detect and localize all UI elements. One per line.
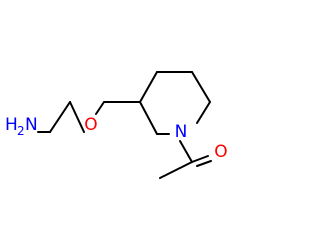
- amine-hydrogen-label: H: [5, 115, 18, 135]
- amine-subscript-label: 2: [17, 124, 25, 138]
- carbonyl-oxygen-label: O: [214, 142, 227, 162]
- ring-nitrogen-label: N: [175, 122, 188, 142]
- chemical-structure: N O O H 2 N: [5, 71, 228, 179]
- bond: [179, 140, 193, 163]
- bond-lines: [37, 71, 212, 179]
- bond: [196, 160, 212, 167]
- bond: [69, 101, 85, 133]
- bond: [95, 101, 105, 115]
- amine-group-label: H 2 N: [5, 115, 38, 138]
- bond: [139, 101, 158, 135]
- bond: [159, 161, 193, 179]
- bond: [191, 155, 209, 163]
- amine-nitrogen-label: N: [25, 115, 38, 135]
- bond: [196, 101, 211, 124]
- ether-oxygen-label: O: [84, 115, 97, 135]
- bond: [191, 71, 211, 103]
- bond: [49, 101, 71, 133]
- bond: [139, 71, 158, 103]
